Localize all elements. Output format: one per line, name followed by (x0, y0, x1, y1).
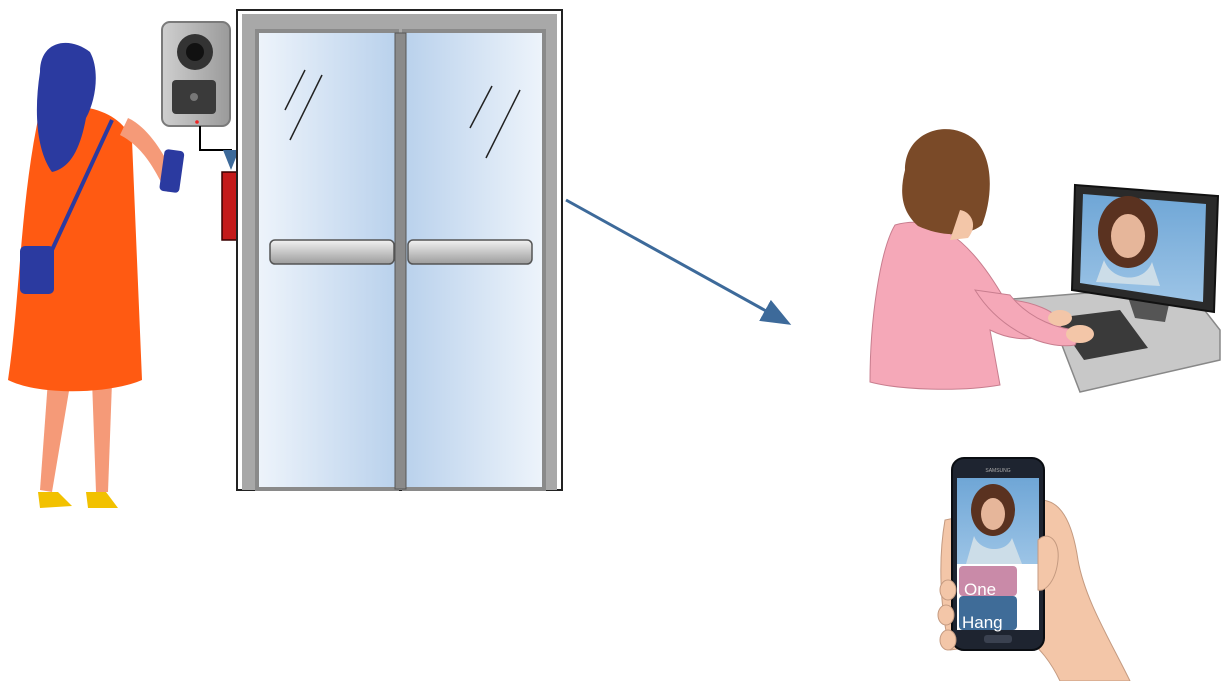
wire-arrow (200, 126, 231, 166)
signal-arrow (566, 200, 786, 322)
phone-brand: SAMSUNG (985, 468, 1010, 474)
shoe-icon (38, 492, 72, 508)
hangup-button-label: Hang (962, 613, 1003, 632)
visitor-figure (8, 43, 185, 508)
phone-video-feed (957, 478, 1039, 564)
home-button[interactable] (984, 635, 1012, 643)
shoe-icon (86, 492, 118, 508)
door-handle-right (408, 240, 532, 264)
operator-at-computer (870, 129, 1220, 392)
bag-icon (20, 246, 54, 294)
video-intercom-panel (162, 22, 230, 126)
glass-double-door (237, 10, 562, 490)
door-handle-left (270, 240, 394, 264)
smartphone-in-hand: SAMSUNG One Hang (938, 458, 1130, 681)
